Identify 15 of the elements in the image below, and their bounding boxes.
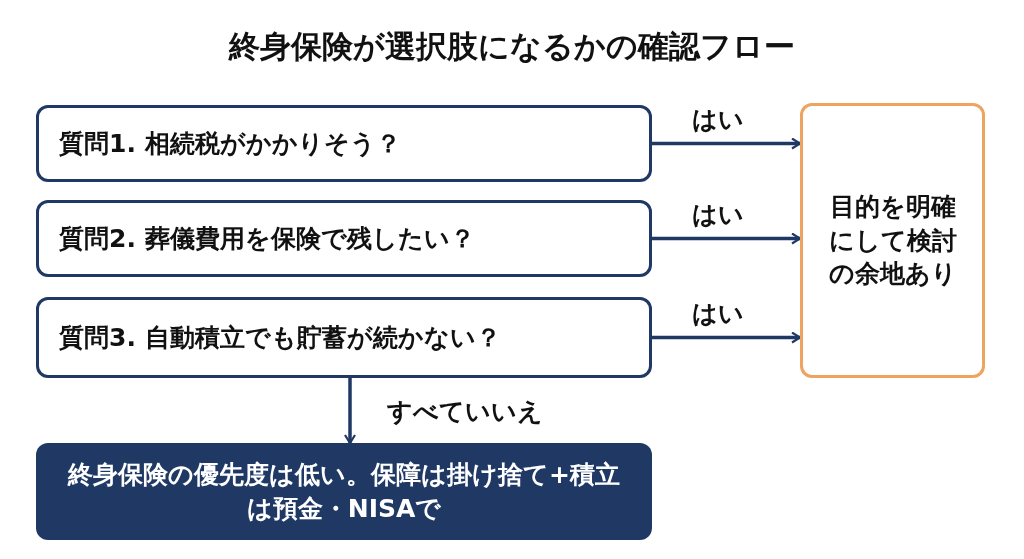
result-box <box>800 103 985 378</box>
question-box <box>36 200 652 277</box>
arrow <box>652 232 802 245</box>
conclusion-box <box>36 443 652 540</box>
question-box <box>36 297 652 378</box>
node-text: 目的を明確にして検討の余地あり <box>827 190 958 291</box>
arrow <box>652 137 802 150</box>
question-box <box>36 105 652 182</box>
arrow <box>652 331 802 344</box>
node-text: 質問1. 相続税がかかりそう？ <box>59 127 401 160</box>
node-text: 質問2. 葬儀費用を保険で残したい？ <box>59 222 475 255</box>
diagram-title: 終身保険が選択肢になるかの確認フロー <box>229 27 795 66</box>
node-text: 質問3. 自動積立でも貯蓄が続かない？ <box>59 321 501 354</box>
node-text: 終身保険の優先度は低い。保障は掛け捨て+積立は預金・NISAで <box>66 458 621 525</box>
arrow <box>343 378 357 445</box>
